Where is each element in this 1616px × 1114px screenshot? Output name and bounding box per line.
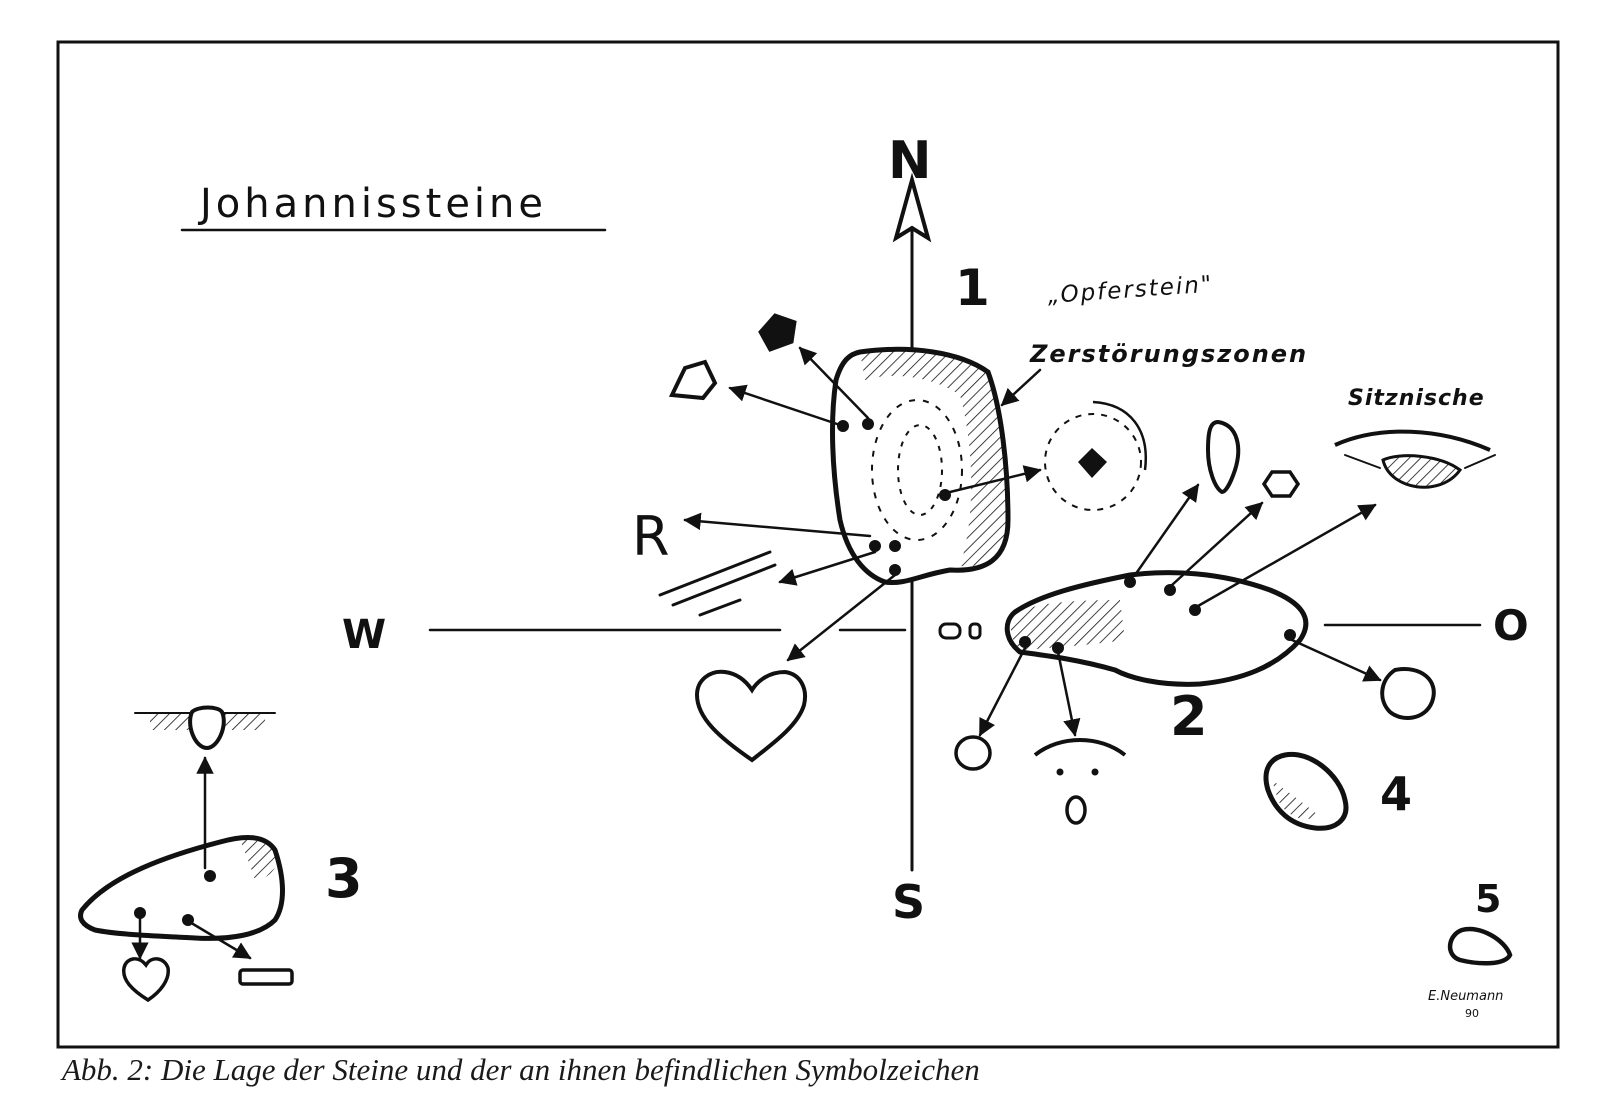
arrow-to-ring-diamond <box>948 465 1042 494</box>
stone-5-number: 5 <box>1475 877 1501 921</box>
symbol-point <box>889 540 901 552</box>
sitznische-rim-right <box>1464 454 1496 469</box>
compass: N S W O <box>342 131 1529 929</box>
opferstein-ring <box>1044 400 1147 511</box>
symbol-point <box>862 418 874 430</box>
arrow-to-damage-zone <box>1000 368 1042 407</box>
stone-3-number: 3 <box>325 847 363 910</box>
arrow-to-hexagon <box>1170 501 1264 587</box>
drop-icon <box>1205 419 1241 495</box>
filled-diamond-icon <box>758 313 797 352</box>
stone-3-outline <box>78 835 285 941</box>
stone-3-damage-zone <box>240 839 278 880</box>
arrow-to-r <box>683 512 872 538</box>
arrow-to-diamond <box>798 346 870 420</box>
stone-1-number: 1 <box>955 259 990 317</box>
niche-icon <box>188 705 226 751</box>
sitznische-top-arc <box>1334 429 1491 452</box>
symbol-point <box>204 870 216 882</box>
small-stone-a <box>938 622 962 640</box>
sitznische-rim-left <box>1344 454 1381 469</box>
diagram-frame <box>56 40 1560 1049</box>
compass-east-label: O <box>1493 601 1529 650</box>
stone-4: 4 <box>1263 751 1412 831</box>
sitznische-bowl <box>1381 454 1463 489</box>
arrow-to-face <box>1056 650 1081 737</box>
pentagon-icon <box>668 359 718 401</box>
signature-year: 90 <box>1465 1007 1479 1020</box>
symbol-point <box>134 907 146 919</box>
signature-name: E.Neumann <box>1428 989 1503 1004</box>
groove-line-1 <box>658 550 772 597</box>
symbol-point <box>1284 629 1296 641</box>
arrow-to-pentagon <box>728 384 845 428</box>
symbol-r-label: R <box>632 505 670 568</box>
sitznische-label: Sitznische <box>1348 386 1485 411</box>
symbol-point <box>889 564 901 576</box>
symbol-point <box>182 914 194 926</box>
stone-1-symbols: R <box>632 313 1042 763</box>
compass-south-label: S <box>892 875 925 929</box>
symbol-point <box>1052 642 1064 654</box>
symbol-point <box>1019 636 1031 648</box>
opferstein-label: „Opferstein" <box>1047 271 1215 309</box>
stone-1: 1 <box>830 259 1011 586</box>
arrow-to-bar <box>191 922 252 960</box>
bar-icon <box>238 968 294 986</box>
stone-5: 5 <box>1447 877 1513 966</box>
arrow-to-round <box>1290 638 1382 682</box>
stone-3: 3 <box>78 705 363 1003</box>
zerstoerungszonen-label: Zerstörungszonen <box>1029 340 1308 368</box>
ring-outer-arc <box>1092 400 1147 471</box>
arrow-to-lines <box>778 550 877 586</box>
stone-2-damage-zone <box>1010 600 1125 650</box>
face-eye-icon <box>1056 768 1064 776</box>
sitznische: Sitznische <box>1334 386 1496 489</box>
small-stone-b <box>968 622 982 640</box>
groove-line-3 <box>698 598 742 617</box>
ring-diamond-icon <box>1078 448 1107 478</box>
figure-caption: Abb. 2: Die Lage der Steine und der an i… <box>62 1052 980 1087</box>
arrow-to-drop <box>1133 483 1200 577</box>
stone-4-damage-zone <box>1272 780 1318 820</box>
compass-west-label: W <box>342 612 386 658</box>
stone-2: 2 <box>954 419 1436 825</box>
symbol-point <box>939 489 951 501</box>
face-mouth-icon <box>1065 795 1087 825</box>
stone-1-inner-ring <box>871 399 963 541</box>
stone-1-damage-zone <box>860 349 1008 567</box>
heart-icon <box>694 669 807 763</box>
groove-line-2 <box>671 563 777 607</box>
heart-icon-small <box>122 957 170 1003</box>
north-arrowhead-icon <box>892 172 932 243</box>
circle-icon <box>954 735 992 771</box>
round-icon <box>1380 667 1436 720</box>
stone-2-outline <box>1004 570 1309 687</box>
face-arc-icon <box>1033 738 1127 757</box>
ring-dashed <box>1044 413 1142 511</box>
symbol-point <box>869 540 881 552</box>
stone-2-number: 2 <box>1170 685 1208 748</box>
arrow-to-heart <box>786 573 897 662</box>
hexagon-icon <box>1261 470 1301 498</box>
compass-north-label: N <box>888 131 932 191</box>
stone-4-number: 4 <box>1380 767 1412 821</box>
arrow-to-circle <box>978 646 1027 737</box>
face-eye-icon <box>1091 768 1099 776</box>
symbol-point <box>1164 584 1176 596</box>
symbol-point <box>1124 576 1136 588</box>
stone-5-outline <box>1447 926 1513 966</box>
stone-1-inner-core <box>897 424 943 516</box>
diagram-title: Johannissteine <box>197 181 547 227</box>
arrow-to-sitznische <box>1196 503 1377 608</box>
